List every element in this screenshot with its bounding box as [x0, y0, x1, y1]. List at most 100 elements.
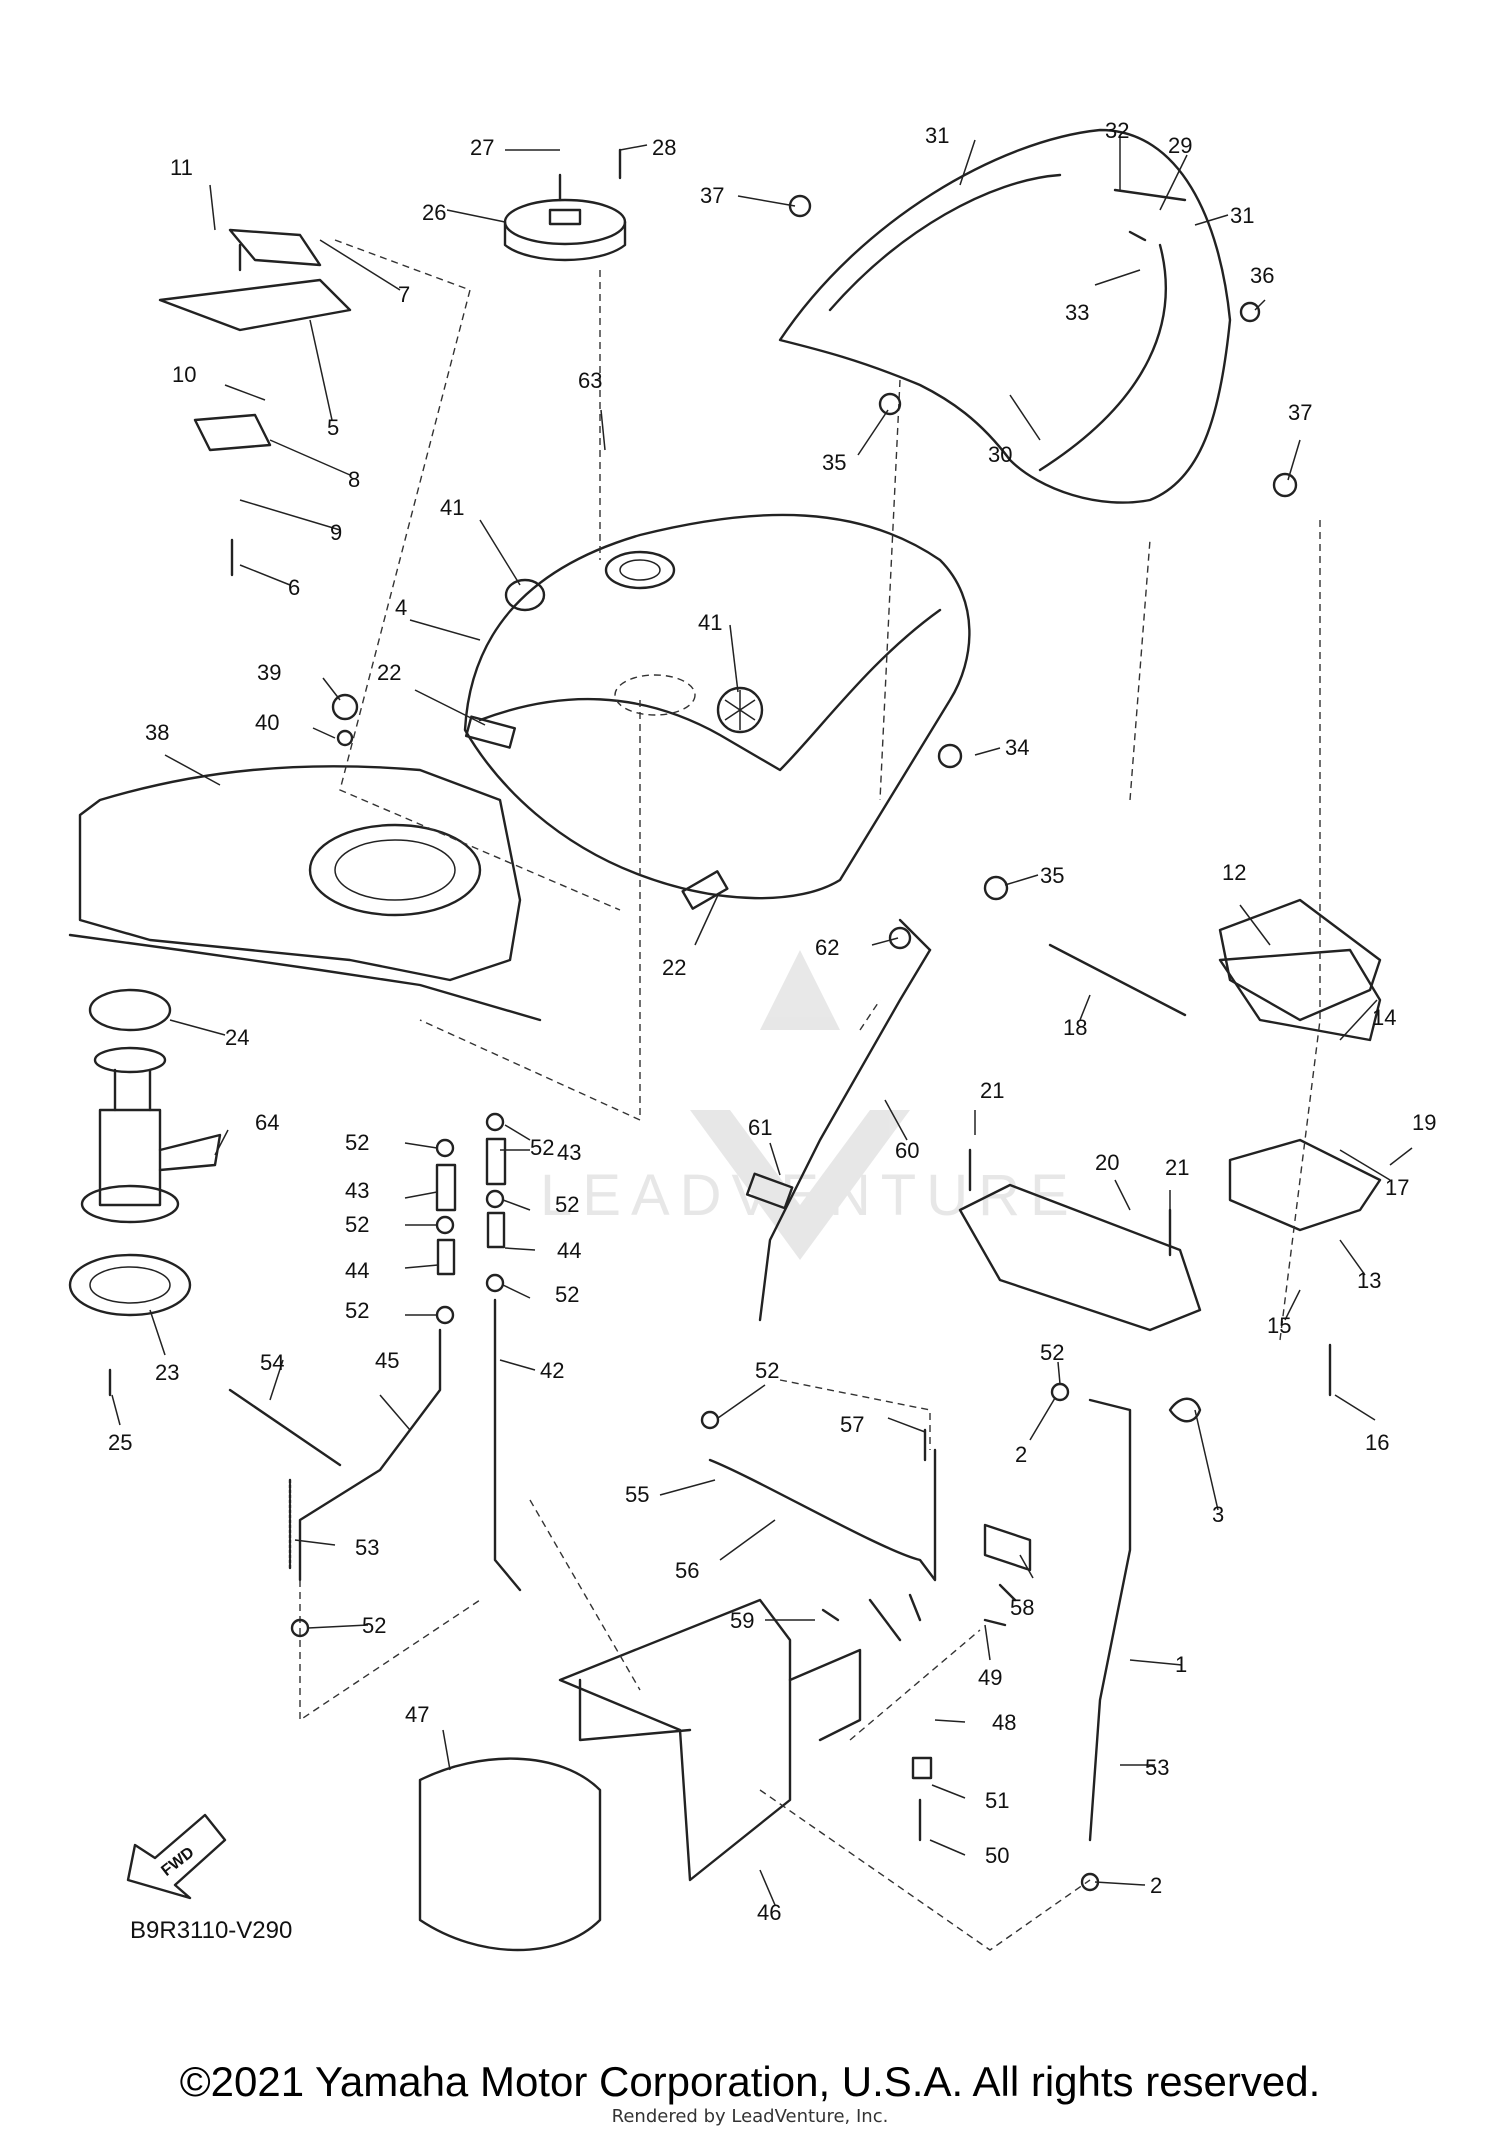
- callout-24: 24: [225, 1025, 249, 1050]
- relay-bracket: [958, 1183, 1202, 1332]
- callout-60: 60: [895, 1138, 919, 1163]
- callout-17: 17: [1385, 1175, 1409, 1200]
- callout-63: 63: [578, 368, 602, 393]
- callout-16: 16: [1365, 1430, 1389, 1455]
- leader-lines: [111, 135, 1413, 1906]
- callout-21a: 21: [980, 1078, 1004, 1103]
- fuel-pump: [80, 1046, 222, 1224]
- hose-1: [1088, 1398, 1132, 1842]
- callout-2a: 2: [1015, 1442, 1027, 1467]
- callout-61: 61: [748, 1115, 772, 1140]
- callout-22b: 22: [662, 955, 686, 980]
- callout-3: 3: [1212, 1502, 1224, 1527]
- callout-49: 49: [978, 1665, 1002, 1690]
- callout-52f: 52: [345, 1298, 369, 1323]
- callout-12: 12: [1222, 860, 1246, 885]
- callout-50: 50: [985, 1843, 1009, 1868]
- corrugated-tube-56: [708, 1448, 937, 1582]
- callout-55: 55: [625, 1482, 649, 1507]
- callout-1: 1: [1175, 1652, 1187, 1677]
- callout-41b: 41: [698, 610, 722, 635]
- callout-32: 32: [1105, 118, 1129, 143]
- callout-40: 40: [255, 710, 279, 735]
- callout-27: 27: [470, 135, 494, 160]
- callout-10: 10: [172, 362, 196, 387]
- bracket-front: [158, 278, 352, 332]
- callout-39: 39: [257, 660, 281, 685]
- callout-62: 62: [815, 935, 839, 960]
- callout-37b: 37: [1288, 400, 1312, 425]
- callout-37a: 37: [700, 183, 724, 208]
- bracket-rear: [1218, 948, 1382, 1042]
- callout-4: 4: [395, 595, 407, 620]
- callout-47: 47: [405, 1702, 429, 1727]
- callout-38: 38: [145, 720, 169, 745]
- canister-cover: [418, 1757, 602, 1952]
- callout-labels: 1 2 2 3 4 5 6 7 8 9 10 11 12 13 14 15 16…: [108, 118, 1436, 1925]
- pump-o-ring: [88, 988, 172, 1032]
- fuel-tank-parts-diagram: LEADVENTURE: [68, 118, 1436, 1952]
- hose-42: [493, 1298, 522, 1592]
- callout-15: 15: [1267, 1313, 1291, 1338]
- damper-front-lower: [193, 413, 272, 452]
- callout-52e: 52: [555, 1282, 579, 1307]
- callout-35b: 35: [1040, 863, 1064, 888]
- callout-14: 14: [1372, 1005, 1396, 1030]
- callout-52b: 52: [345, 1130, 369, 1155]
- tank-cover: [778, 128, 1232, 504]
- callout-29: 29: [1168, 133, 1192, 158]
- callout-45: 45: [375, 1348, 399, 1373]
- callout-13: 13: [1357, 1268, 1381, 1293]
- damper-upper: [1218, 898, 1382, 1022]
- fuel-cap: [503, 148, 627, 262]
- fuel-tank: [463, 513, 971, 900]
- callout-33: 33: [1065, 300, 1089, 325]
- callout-52h: 52: [755, 1358, 779, 1383]
- callout-21b: 21: [1165, 1155, 1189, 1180]
- damper-lower: [1228, 1138, 1382, 1232]
- callout-52c: 52: [555, 1192, 579, 1217]
- svg-text:LEADVENTURE: LEADVENTURE: [540, 1163, 1079, 1228]
- callout-43b: 43: [345, 1178, 369, 1203]
- callout-59: 59: [730, 1608, 754, 1633]
- hose-60: [758, 948, 932, 1322]
- callout-26: 26: [422, 200, 446, 225]
- callout-22a: 22: [377, 660, 401, 685]
- rendered-by-credit: Rendered by LeadVenture, Inc.: [611, 2106, 889, 2127]
- callout-44b: 44: [345, 1258, 369, 1283]
- callout-7: 7: [398, 282, 410, 307]
- callout-46: 46: [757, 1900, 781, 1925]
- pump-plate: [68, 1253, 192, 1317]
- callout-64: 64: [255, 1110, 279, 1135]
- callout-52d: 52: [345, 1212, 369, 1237]
- callout-56: 56: [675, 1558, 699, 1583]
- callout-43a: 43: [557, 1140, 581, 1165]
- callout-57: 57: [840, 1412, 864, 1437]
- leadventure-watermark: LEADVENTURE: [540, 950, 1079, 1260]
- tank-bolt: [1048, 943, 1187, 1017]
- callout-52a: 52: [530, 1135, 554, 1160]
- callout-5: 5: [327, 415, 339, 440]
- callout-30: 30: [988, 442, 1012, 467]
- callout-52g: 52: [362, 1613, 386, 1638]
- canister: [558, 1598, 792, 1882]
- callout-19: 19: [1412, 1110, 1436, 1135]
- callout-25: 25: [108, 1430, 132, 1455]
- callout-42: 42: [540, 1358, 564, 1383]
- callout-52i: 52: [1040, 1340, 1064, 1365]
- callout-44a: 44: [557, 1238, 581, 1263]
- callout-35a: 35: [822, 450, 846, 475]
- callout-36: 36: [1250, 263, 1274, 288]
- diagram-code: B9R3110-V290: [130, 1917, 292, 1944]
- callout-41a: 41: [440, 495, 464, 520]
- callout-34: 34: [1005, 735, 1029, 760]
- callout-11: 11: [170, 155, 193, 180]
- callout-31a: 31: [925, 123, 949, 148]
- tank-base-cover: [68, 765, 542, 1022]
- callout-48: 48: [992, 1710, 1016, 1735]
- callout-28: 28: [652, 135, 676, 160]
- callout-6: 6: [288, 575, 300, 600]
- callout-20: 20: [1095, 1150, 1119, 1175]
- callout-8: 8: [348, 467, 360, 492]
